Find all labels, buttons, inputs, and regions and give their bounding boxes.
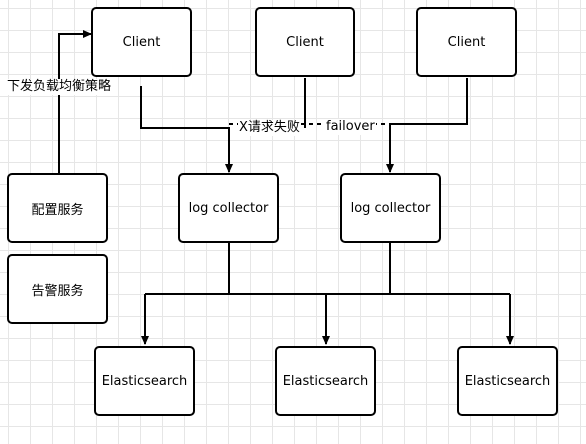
- log-collector-2-node: log collector: [340, 173, 441, 243]
- client-2-node: Client: [255, 7, 355, 77]
- request-failed-label: X请求失败: [238, 120, 301, 136]
- client-1-node: Client: [91, 7, 192, 77]
- failover-label: failover: [325, 119, 376, 135]
- client-3-node: Client: [416, 7, 517, 77]
- elasticsearch-1-node: Elasticsearch: [94, 346, 195, 416]
- elasticsearch-3-node: Elasticsearch: [457, 346, 558, 416]
- edge-client1-to-collector1: [140, 86, 233, 173]
- edge-client3-to-collector2: [386, 78, 468, 173]
- push-lb-policy-label: 下发负载均衡策略: [6, 79, 113, 95]
- elasticsearch-2-node: Elasticsearch: [275, 346, 376, 416]
- alert-service-node: 告警服务: [7, 254, 108, 324]
- edge-config-to-client1: [58, 30, 92, 173]
- log-collector-1-node: log collector: [178, 173, 279, 243]
- config-service-node: 配置服务: [7, 173, 108, 243]
